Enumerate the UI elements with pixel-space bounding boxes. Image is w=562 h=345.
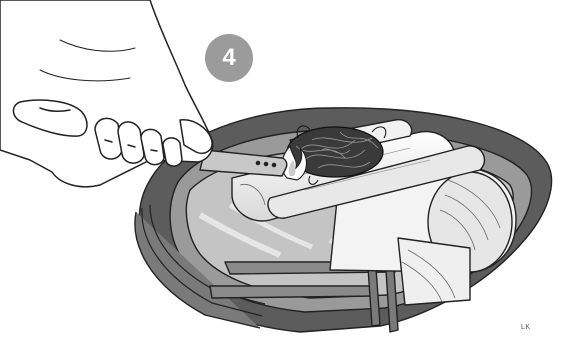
hand-icon xyxy=(0,0,213,187)
step-number: 4 xyxy=(222,44,235,72)
step-number-badge: 4 xyxy=(205,34,253,82)
illustrator-signature: LK xyxy=(521,324,531,331)
